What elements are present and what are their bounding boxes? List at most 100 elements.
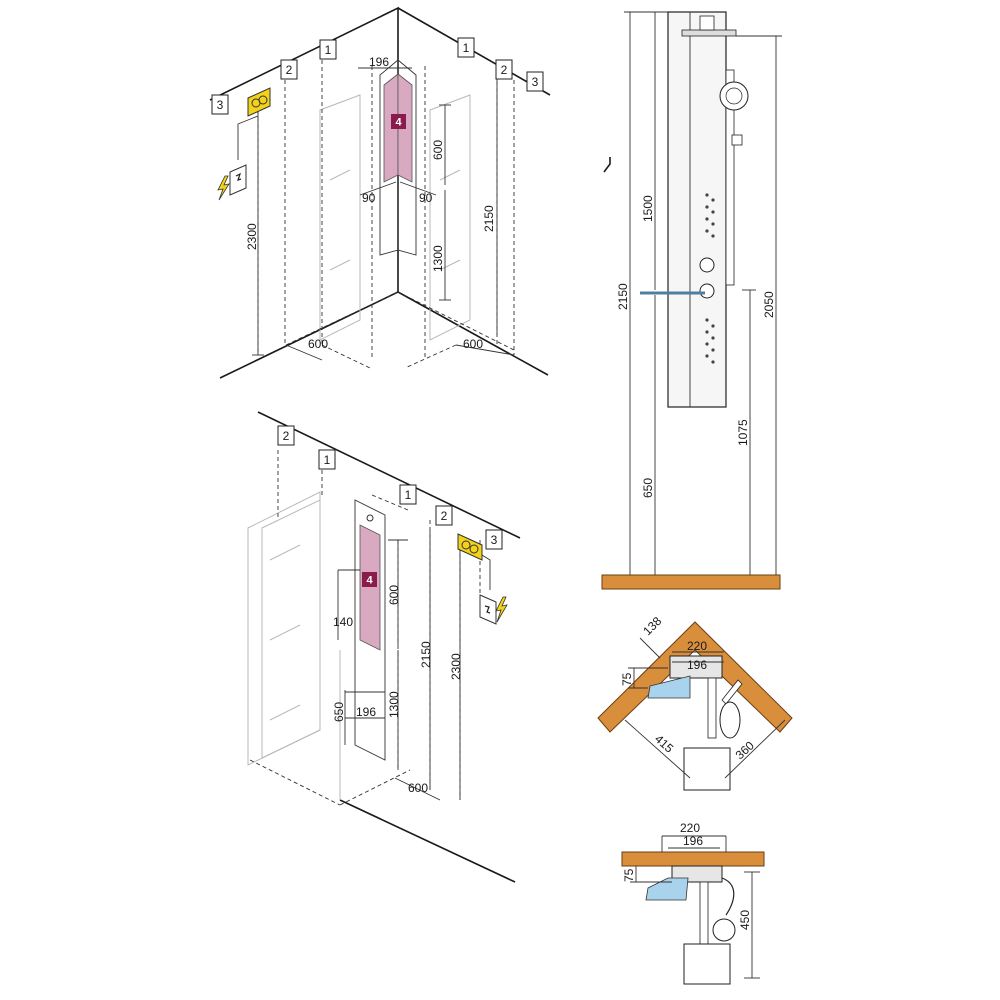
shower-head-icon [719, 81, 749, 111]
column-dimension-lines [624, 11, 782, 575]
upper-valve-knob [699, 257, 715, 273]
right-floor-edge [397, 291, 549, 376]
corner-label-1: 1 [325, 43, 332, 57]
wall-label-1: 1 [324, 453, 331, 467]
wall-plan-dims [630, 835, 760, 979]
wall-top-edge [257, 411, 521, 539]
column-side-right [397, 59, 417, 256]
lightning-icon [495, 596, 508, 623]
wall-pink-zone [359, 524, 381, 651]
column-dim-total-height: 2150 [616, 283, 630, 310]
wall-cable-line [481, 554, 491, 590]
wall-zone-badge [362, 572, 377, 587]
wall-wood-board [621, 851, 765, 867]
ghost-glass-enclosure-2 [247, 491, 341, 800]
corner-dim-socket-height: 2300 [245, 223, 259, 250]
wall-dim-lower-height: 1300 [387, 691, 401, 718]
top-fitting [699, 15, 715, 31]
corner-plan-dim-diag-right: 360 [733, 738, 757, 762]
corner-plan-dim-diag-left: 415 [652, 732, 676, 756]
corner-column-plan [669, 655, 723, 679]
corner-isometric-view: 4 [209, 6, 551, 379]
corner-dim-lower-height: 1300 [431, 245, 445, 272]
corner-labels-left: 3 2 1 [211, 39, 337, 115]
column-dim-mid: 1075 [736, 419, 750, 446]
wall-label-2: 2 [283, 429, 290, 443]
rail-slider [731, 134, 743, 146]
lightning-icon [217, 175, 230, 201]
wall-plan-dim-inner-width: 196 [683, 834, 703, 848]
wall-label-1-right: 1 [405, 488, 412, 502]
wall-dim-floor-height: 650 [332, 702, 346, 722]
power-socket-icon [457, 533, 483, 561]
column-elevation-view: 2150 1500 650 1075 2050 [601, 11, 782, 590]
shower-head-icon [712, 918, 736, 942]
wall-isometric-view: 4 2 [247, 411, 521, 883]
wall-label-2-right: 2 [441, 509, 448, 523]
corner-label-1-right: 1 [463, 41, 470, 55]
section-symbol [603, 157, 611, 173]
column-body [667, 11, 727, 408]
corner-dim-zone-height: 600 [431, 140, 445, 160]
water-connection-icon [229, 164, 247, 196]
wall-plan-dim-projection: 450 [738, 910, 752, 930]
wall-label-3-right: 3 [491, 533, 498, 547]
corner-hose [707, 677, 717, 739]
wall-zone-badge-label: 4 [366, 575, 373, 587]
ghost-glass-enclosure [319, 94, 471, 341]
wall-dim-zone-height: 600 [387, 585, 401, 605]
column-dim-floor-to-valve: 650 [641, 478, 655, 498]
shower-head-icon [719, 679, 743, 739]
corner-dim-offset-right: 90 [419, 191, 433, 205]
lower-valve-knob [699, 283, 715, 299]
corner-plan-view: 138 220 196 75 415 360 [597, 614, 793, 791]
wall-plan-dim-glass-offset: 75 [622, 868, 636, 882]
shower-rail [725, 69, 735, 286]
column-dim-upper: 1500 [641, 195, 655, 222]
wall-dimension-lines [337, 530, 461, 801]
wall-column [354, 499, 386, 761]
corner-wood-walls [597, 621, 793, 733]
corner-dim-wall-height: 2150 [482, 205, 496, 232]
body-jets-lower [705, 318, 715, 364]
wall-plan-dim-outer-width: 220 [680, 821, 700, 835]
corner-label-3-right: 3 [532, 75, 539, 89]
corner-plan-dim-glass-offset: 75 [620, 672, 634, 686]
corner-dim-panel-width: 196 [369, 55, 389, 69]
corner-dim-floor-right: 600 [463, 337, 483, 351]
corner-label-2-right: 2 [501, 63, 508, 77]
corner-dim-offset-left: 90 [362, 191, 376, 205]
zone-badge-label: 4 [395, 117, 402, 129]
corner-plan-dim-inner-width: 196 [687, 658, 707, 672]
cable-line [237, 115, 259, 160]
corner-base-tray [683, 747, 731, 791]
wall-hose [721, 877, 735, 916]
corner-label-2: 2 [286, 63, 293, 77]
zone-badge [391, 114, 406, 129]
wall-base-tray [683, 943, 731, 985]
power-socket-icon [247, 87, 271, 117]
wall-dim-wall-height: 2150 [419, 641, 433, 668]
body-jets-upper [705, 193, 715, 238]
wall-dim-offset: 140 [333, 615, 353, 629]
top-outlet [681, 29, 737, 37]
corner-labels-right: 1 2 3 [457, 37, 544, 92]
column-dim-rail-height: 2050 [762, 291, 776, 318]
wall-glass-shelf [645, 877, 689, 901]
corner-plan-dim-outer-width: 220 [687, 639, 707, 653]
corner-dim-floor-left: 600 [308, 337, 328, 351]
wood-floor [601, 574, 781, 590]
floor-edge [339, 799, 516, 883]
corner-dimension-lines [252, 67, 515, 361]
water-connection-icon [479, 594, 497, 625]
wall-labels: 2 1 1 2 3 [277, 425, 503, 550]
corner-plan-dims [624, 637, 786, 779]
corner-label-3: 3 [217, 98, 224, 112]
wall-dim-floor-depth: 600 [408, 781, 428, 795]
wall-plan-view: 220 196 75 450 [621, 821, 765, 985]
column-top-fitting [366, 514, 374, 522]
wall-dim-panel-width: 196 [356, 705, 376, 719]
corner-glass-shelf [647, 675, 691, 699]
